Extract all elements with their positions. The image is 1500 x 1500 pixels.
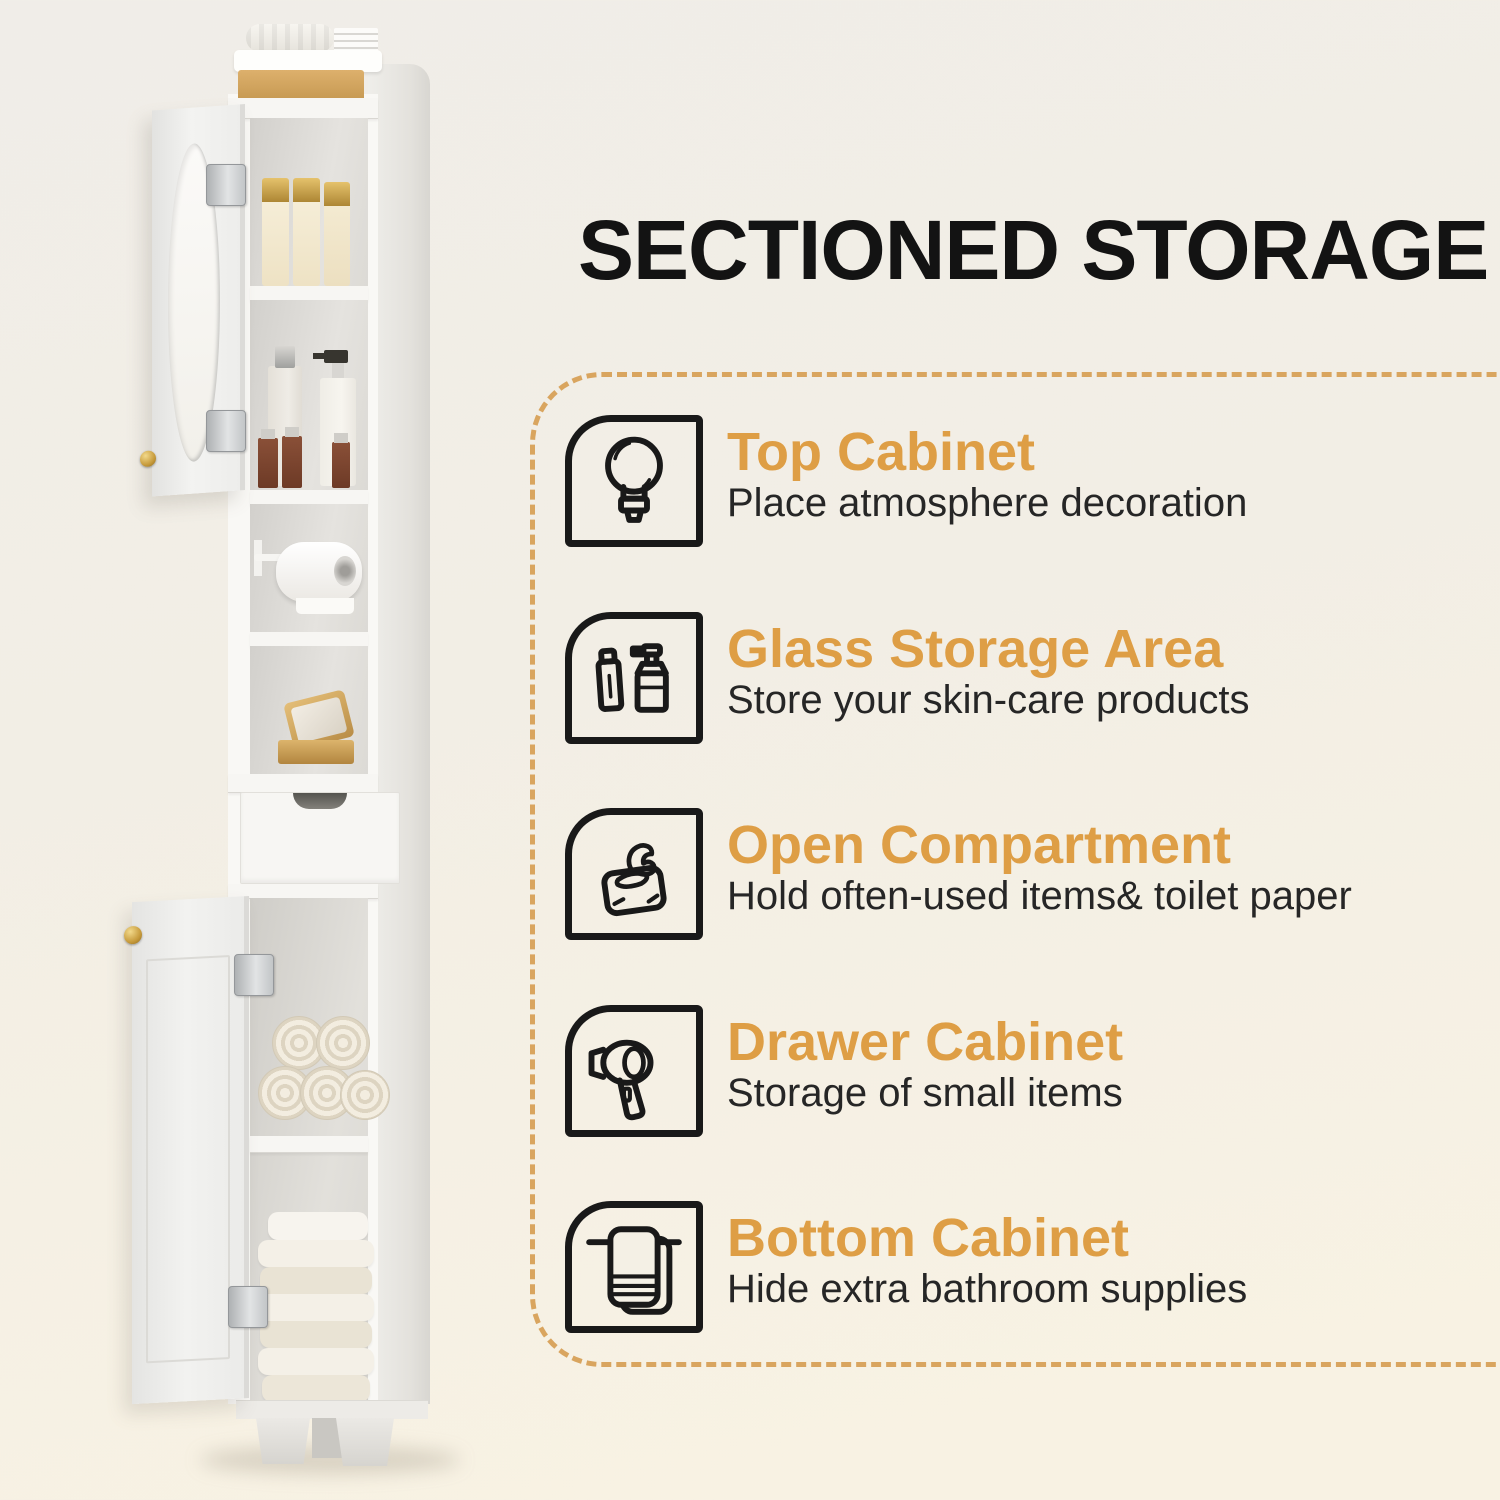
lightbulb-icon	[565, 415, 703, 547]
feature-title: Bottom Cabinet	[727, 1208, 1129, 1268]
feature-description: Storage of small items	[727, 1071, 1123, 1115]
feature-title: Open Compartment	[727, 815, 1232, 875]
lower-door-knob	[124, 925, 142, 945]
folded-towel-1	[258, 1240, 374, 1267]
drawer-front	[240, 792, 400, 884]
folded-towel-3	[256, 1294, 374, 1321]
cosmetics-icon	[565, 612, 703, 744]
cabinet-top-lip	[228, 98, 378, 119]
shelf-3	[250, 632, 368, 647]
lower-door-hinge-top	[234, 954, 274, 996]
tan-towel-decor	[238, 70, 364, 102]
feature-description: Hide extra bathroom supplies	[727, 1267, 1248, 1311]
toilet-paper-roll	[276, 542, 362, 602]
folded-towel-top	[268, 1212, 368, 1240]
feature-title: Drawer Cabinet	[727, 1012, 1124, 1072]
tp-arm	[254, 554, 290, 561]
shelf-1	[250, 286, 368, 301]
amber-bottle-1	[258, 429, 278, 488]
upper-door-knob	[140, 450, 156, 468]
amber-bottle-3	[332, 433, 350, 488]
lower-door-panel	[146, 954, 230, 1364]
feature-description: Place atmosphere decoration	[727, 481, 1248, 525]
bottle-gold-2	[293, 178, 320, 286]
upper-door-hinge-top	[206, 164, 246, 206]
feature-title: Top Cabinet	[727, 422, 1035, 482]
shelf-2	[250, 490, 368, 505]
feature-list: Top Cabinet Place atmosphere decoration …	[535, 377, 1500, 1362]
rolled-towel-5	[340, 1070, 390, 1120]
feature-row: Top Cabinet Place atmosphere decoration	[565, 415, 1500, 555]
feature-description: Store your skin-care products	[727, 678, 1250, 722]
folded-towel-2	[260, 1267, 372, 1294]
feature-row: Drawer Cabinet Storage of small items	[565, 1005, 1500, 1145]
shelf-5	[250, 1136, 368, 1153]
drawer-notch-handle	[293, 793, 347, 809]
rolled-towel-2	[316, 1016, 370, 1070]
feature-row: Open Compartment Hold often-used items& …	[565, 808, 1500, 948]
hairdryer-icon	[565, 1005, 703, 1137]
feature-title: Glass Storage Area	[727, 619, 1224, 679]
lower-door-hinge-bottom	[228, 1286, 268, 1328]
towel-rack-icon	[565, 1201, 703, 1333]
feature-row: Bottom Cabinet Hide extra bathroom suppl…	[565, 1201, 1500, 1341]
book-decor	[334, 28, 378, 52]
bottle-gold-1	[262, 178, 289, 286]
amber-bottle-2	[282, 427, 302, 488]
feature-row: Glass Storage Area Store your skin-care …	[565, 612, 1500, 752]
feature-description: Hold often-used items& toilet paper	[727, 874, 1352, 918]
folded-towel-6	[262, 1375, 370, 1402]
folded-towel-5	[258, 1348, 374, 1375]
features-panel: Top Cabinet Place atmosphere decoration …	[530, 372, 1500, 1367]
rolled-towel-decor	[246, 24, 334, 52]
gold-compact-base	[278, 740, 354, 764]
product-photo	[0, 0, 540, 1500]
wipes-icon	[565, 808, 703, 940]
folded-towel-4	[260, 1321, 372, 1348]
bottle-gold-3	[324, 182, 350, 286]
tp-tail	[296, 598, 354, 614]
page-title: SECTIONED STORAGE	[578, 203, 1489, 298]
upper-door-hinge-bottom	[206, 410, 246, 452]
base-plinth	[236, 1400, 428, 1419]
cabinet-leg-left	[256, 1418, 310, 1464]
cabinet-leg-right	[336, 1418, 394, 1466]
shelf-4	[228, 774, 378, 793]
cabinet-side-panel	[368, 64, 430, 1404]
band-under-drawer	[228, 884, 378, 899]
tray-decor	[234, 50, 382, 72]
